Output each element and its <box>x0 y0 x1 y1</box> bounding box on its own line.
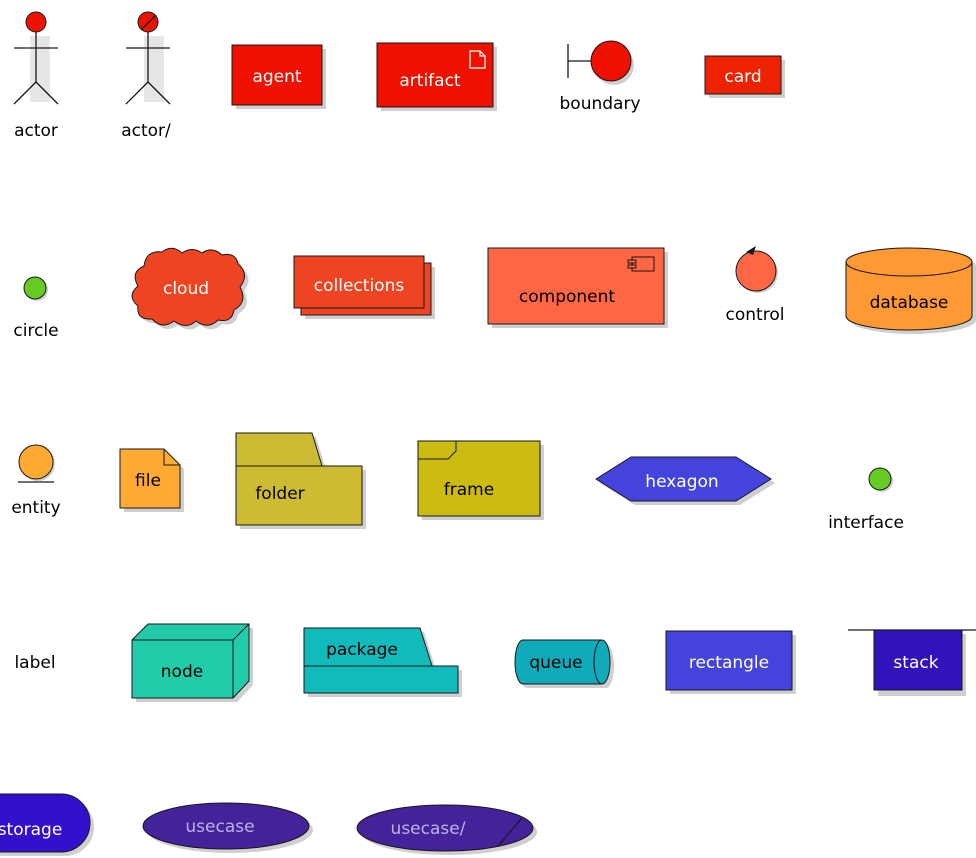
component-box <box>487 247 665 325</box>
rectangle-box <box>665 630 793 691</box>
frame-element: frame <box>417 440 544 520</box>
queue-element: queue <box>514 639 614 688</box>
control-circle <box>735 250 777 292</box>
circle-shape <box>23 276 47 300</box>
rectangle-label: rectangle <box>689 653 769 673</box>
file-shape <box>119 448 181 509</box>
control-element: control <box>726 246 785 325</box>
database-element: database <box>845 247 976 334</box>
package-element: package <box>303 627 462 697</box>
interface-circle <box>868 467 892 491</box>
node-element: node <box>131 623 253 702</box>
business-actor-shadow <box>144 36 164 102</box>
folder-label: folder <box>255 484 304 504</box>
file-label: file <box>135 471 161 491</box>
business-usecase-slash <box>497 817 523 847</box>
queue-end-rim <box>593 639 603 685</box>
database-label: database <box>870 293 949 313</box>
business-actor-element: actor/ <box>121 11 171 141</box>
business-usecase-element: usecase/ <box>356 804 537 855</box>
collections-front-box <box>293 255 425 309</box>
business-usecase-shape <box>356 804 534 852</box>
storage-element: storage <box>0 793 94 856</box>
artifact-document-icon <box>469 50 486 69</box>
stack-element: stack <box>848 629 976 696</box>
card-box <box>704 55 782 95</box>
folder-shape <box>235 432 363 526</box>
business-usecase-label: usecase/ <box>391 819 466 839</box>
node-shape <box>131 623 250 699</box>
agent-element: agent <box>231 44 326 109</box>
database-shape <box>845 247 973 331</box>
control-arrow <box>746 246 756 255</box>
boundary-element: boundary <box>560 40 641 114</box>
interface-label: interface <box>828 513 904 533</box>
collections-element: collections <box>293 255 435 319</box>
file-element: file <box>119 448 184 512</box>
control-label: control <box>726 305 785 325</box>
actor-element: actor <box>13 11 59 141</box>
boundary-circle <box>590 40 632 82</box>
boundary-label: boundary <box>560 94 641 114</box>
queue-label: queue <box>529 653 582 673</box>
usecase-shape <box>142 802 310 850</box>
hexagon-element: hexagon <box>595 456 775 505</box>
label-element: label <box>14 653 55 673</box>
collections-label: collections <box>314 276 405 296</box>
actor-shadow <box>30 36 50 102</box>
label-text: label <box>14 653 55 673</box>
agent-label: agent <box>252 67 301 87</box>
cloud-shape <box>131 247 245 326</box>
usecase-element: usecase <box>142 802 313 853</box>
artifact-label: artifact <box>399 71 461 91</box>
artifact-element: artifact <box>376 42 497 111</box>
business-actor-label: actor/ <box>121 121 171 141</box>
component-icon <box>627 256 655 272</box>
business-actor-head <box>137 11 159 33</box>
actor-head <box>25 11 47 33</box>
usecase-label: usecase <box>185 817 254 837</box>
package-label: package <box>326 640 398 660</box>
entity-label: entity <box>11 498 60 518</box>
stack-box <box>873 629 963 691</box>
storage-shape <box>0 793 91 853</box>
component-label: component <box>519 287 616 307</box>
entity-element: entity <box>11 444 61 518</box>
frame-label: frame <box>444 480 494 500</box>
package-shape <box>303 627 459 694</box>
hexagon-shape <box>595 456 772 502</box>
folder-element: folder <box>235 432 366 529</box>
hexagon-label: hexagon <box>645 472 718 492</box>
cloud-label: cloud <box>163 279 209 299</box>
card-label: card <box>724 67 761 87</box>
agent-box <box>231 44 323 106</box>
rectangle-element: rectangle <box>665 630 796 694</box>
frame-box <box>417 440 541 517</box>
entity-circle <box>18 444 54 480</box>
circle-label: circle <box>13 321 58 341</box>
component-element: component <box>487 247 668 328</box>
card-element: card <box>704 55 785 98</box>
artifact-box <box>376 42 494 108</box>
actor-label: actor <box>14 121 58 141</box>
node-label: node <box>161 662 203 682</box>
frame-title-tab <box>418 441 457 460</box>
cloud-element: cloud <box>131 247 249 330</box>
node-edges <box>132 623 250 698</box>
stack-label: stack <box>893 653 938 673</box>
storage-label: storage <box>0 820 62 840</box>
interface-element: interface <box>828 467 904 533</box>
circle-element: circle <box>13 276 59 341</box>
database-top-rim <box>845 261 973 277</box>
file-corner-fold <box>163 449 180 466</box>
